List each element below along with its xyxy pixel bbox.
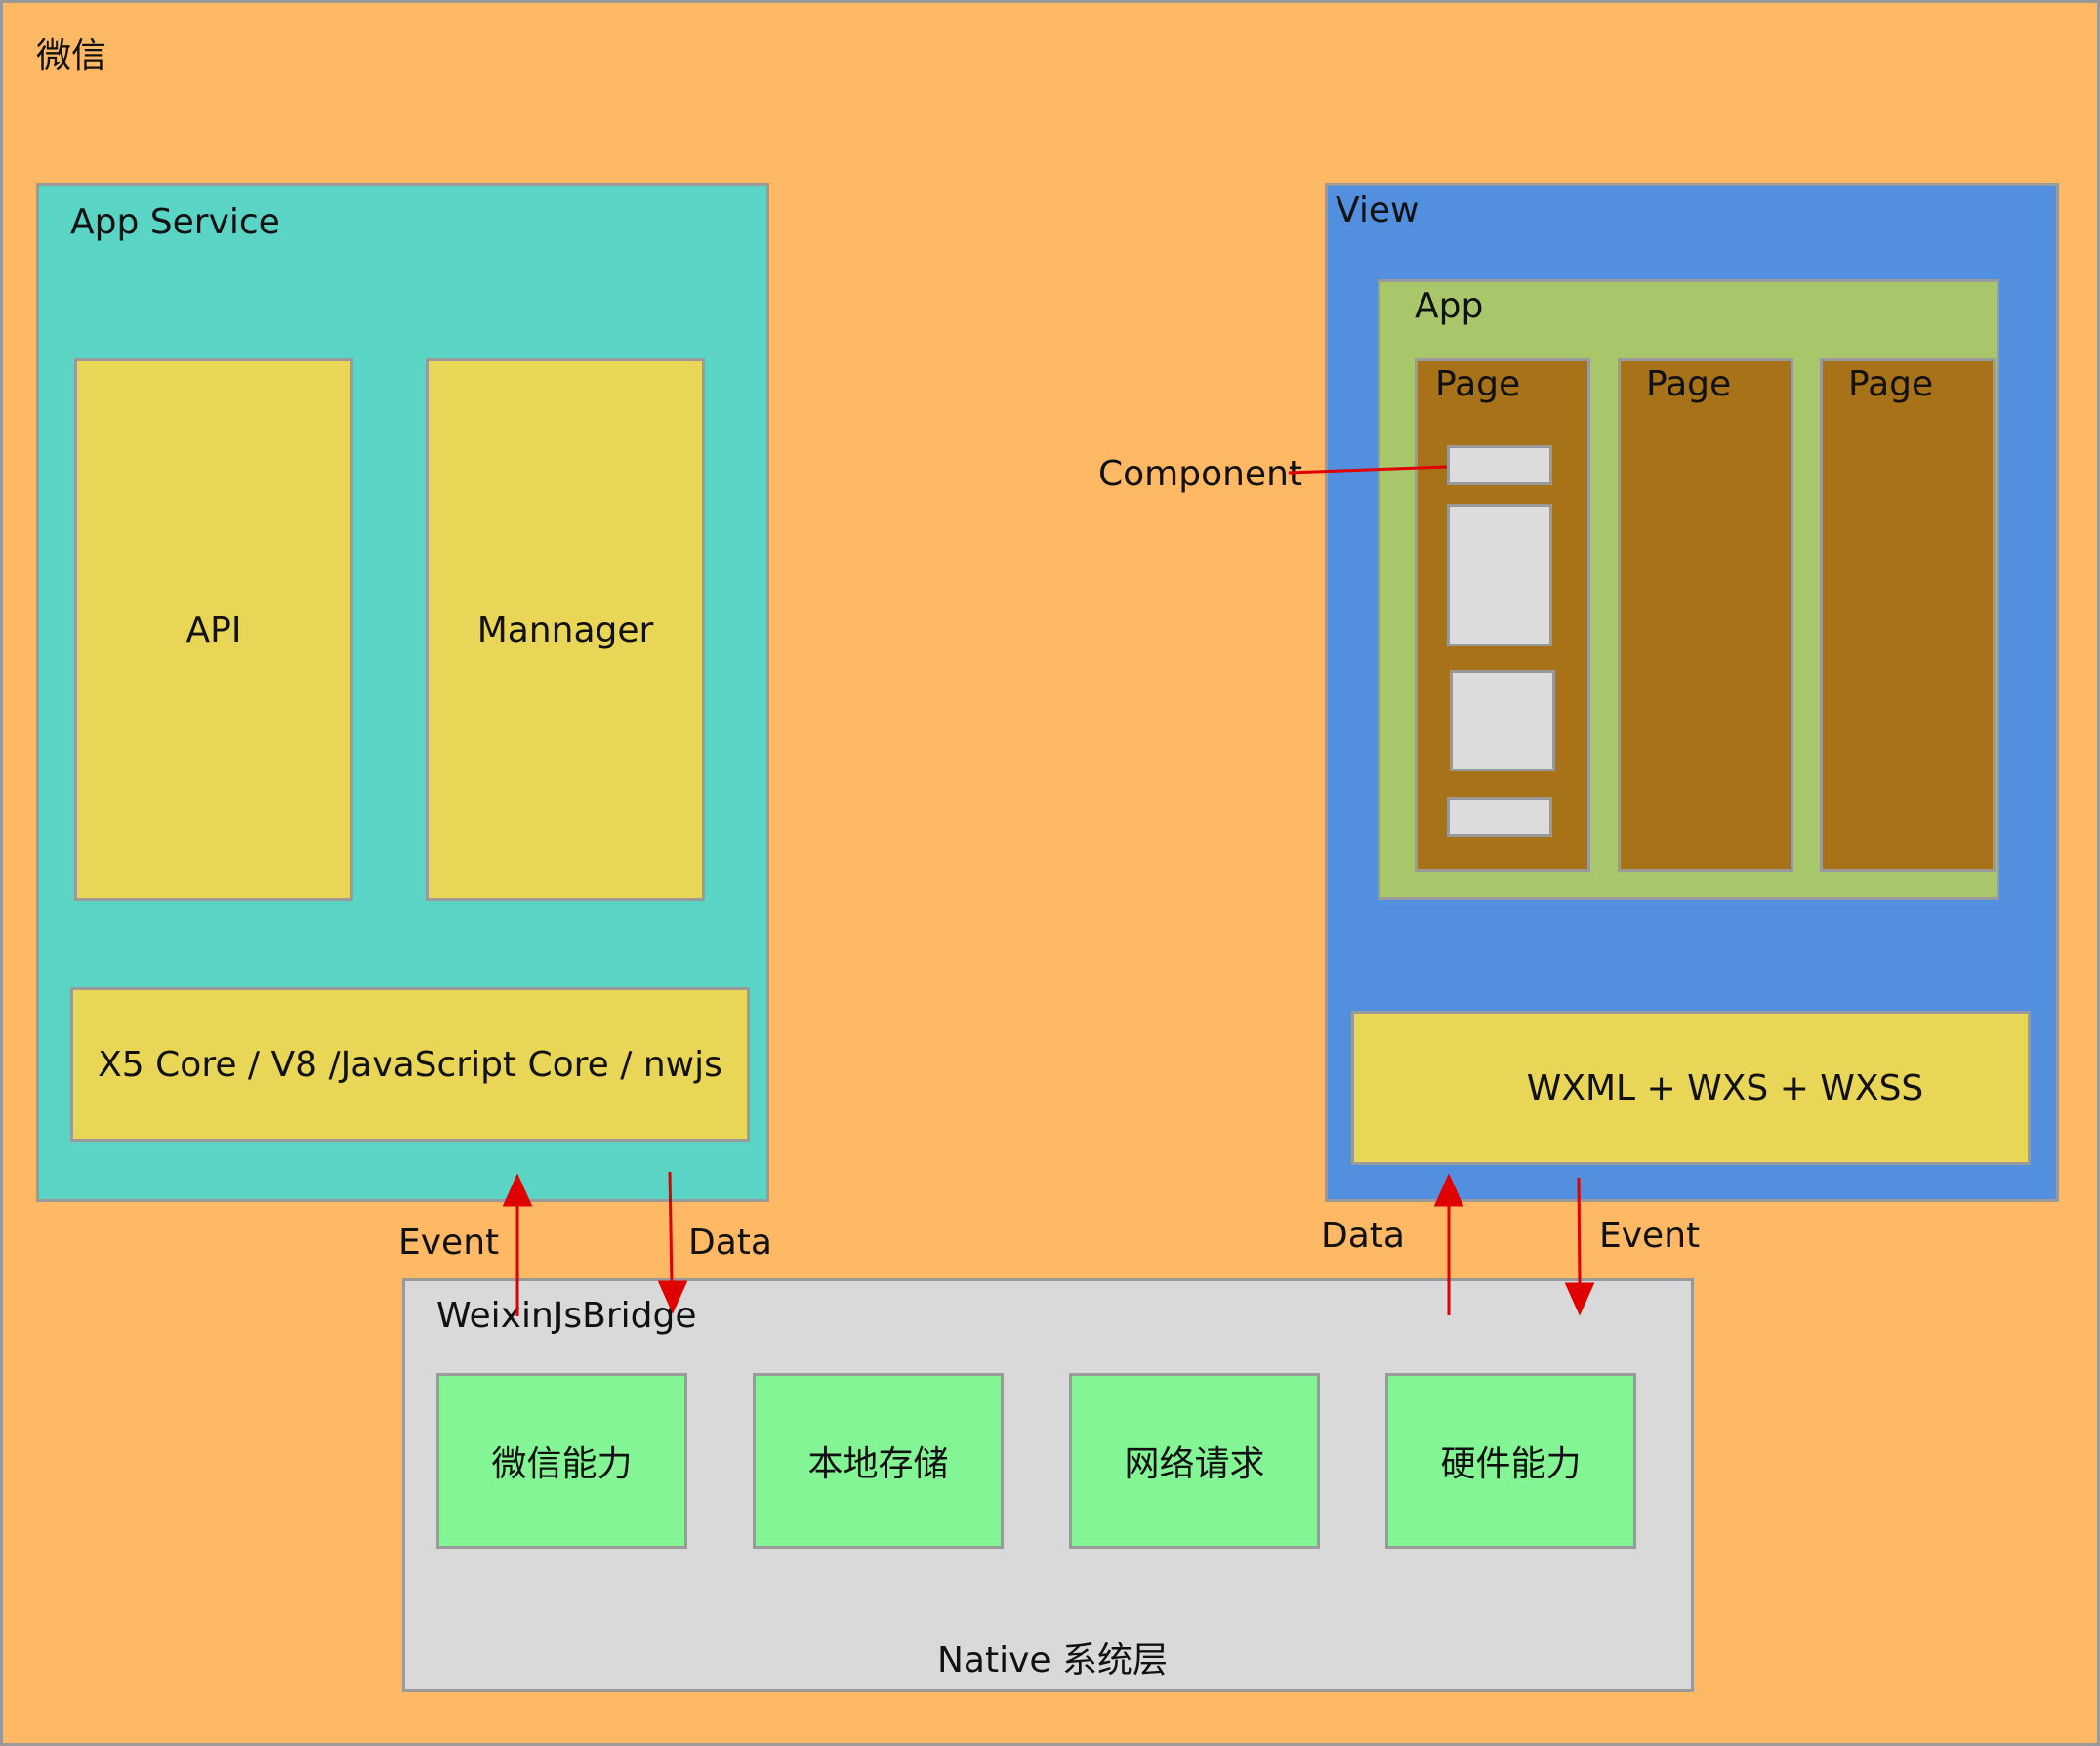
page-label: Page <box>1848 364 1934 404</box>
page-box <box>1820 358 1996 872</box>
weixin-js-bridge-title: WeixinJsBridge <box>436 1296 697 1336</box>
native-layer-label: Native 系统层 <box>937 1641 1169 1681</box>
capability-label: 微信能力 <box>491 1444 633 1484</box>
data-label: Data <box>688 1223 772 1263</box>
wxml-wxs-wxss-label: WXML + WXS + WXSS <box>1526 1067 1924 1108</box>
view-title: View <box>1336 190 1420 230</box>
capability-box: 硬件能力 <box>1385 1373 1636 1549</box>
component-box <box>1447 797 1552 837</box>
page-label: Page <box>1646 364 1732 404</box>
page-box <box>1618 358 1793 872</box>
capability-label: 本地存储 <box>807 1444 949 1484</box>
capability-label: 硬件能力 <box>1440 1444 1582 1484</box>
page-label: Page <box>1435 364 1521 404</box>
capability-box: 网络请求 <box>1069 1373 1320 1549</box>
app-service-title: App Service <box>70 202 280 242</box>
data-label: Data <box>1321 1216 1405 1256</box>
js-core-box: X5 Core / V8 /JavaScript Core / nwjs <box>70 987 750 1142</box>
component-box <box>1447 445 1552 485</box>
capability-label: 网络请求 <box>1124 1444 1265 1484</box>
weixin-title: 微信 <box>36 36 107 76</box>
capability-box: 微信能力 <box>436 1373 687 1549</box>
api-box: API <box>74 358 353 901</box>
component-label: Component <box>1098 454 1303 494</box>
capability-box: 本地存储 <box>753 1373 1004 1549</box>
event-label: Event <box>398 1223 500 1263</box>
manager-box: Mannager <box>426 358 705 901</box>
api-label: API <box>185 609 242 650</box>
component-box <box>1450 670 1555 771</box>
component-box <box>1447 504 1552 646</box>
manager-label: Mannager <box>476 609 654 650</box>
js-core-label: X5 Core / V8 /JavaScript Core / nwjs <box>98 1044 722 1085</box>
event-label: Event <box>1599 1216 1701 1256</box>
wxml-wxs-wxss-box: WXML + WXS + WXSS <box>1351 1011 2031 1165</box>
app-title: App <box>1415 286 1484 326</box>
